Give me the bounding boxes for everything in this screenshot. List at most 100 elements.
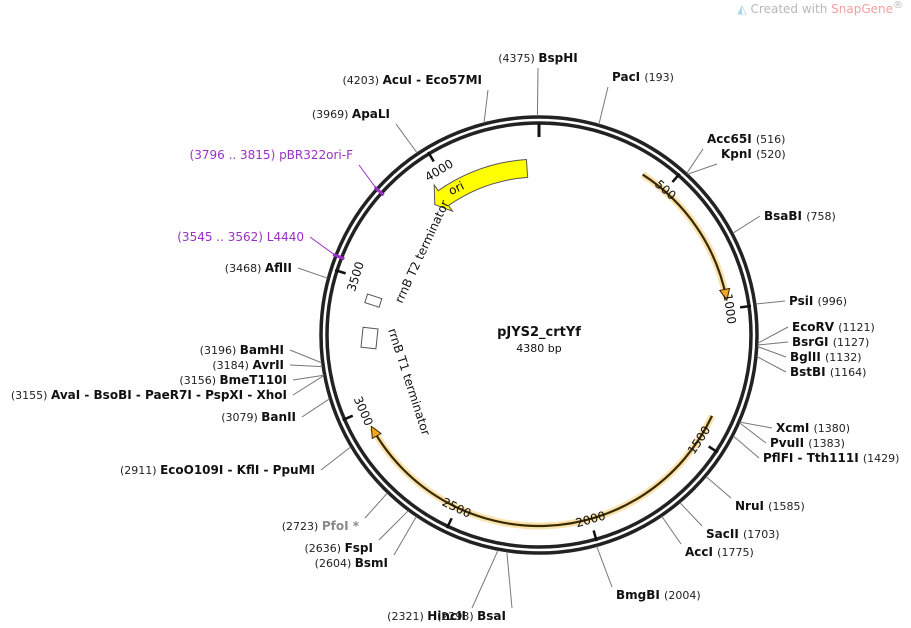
site-leader-line — [292, 374, 324, 381]
site-label[interactable]: EcoRV (1121) — [792, 320, 875, 334]
site-label[interactable]: (3969) ApaLI — [312, 107, 390, 121]
site-label[interactable]: (3184) AvrII — [212, 358, 284, 372]
site-label[interactable]: (2321) HincII — [387, 609, 466, 623]
site-label[interactable]: BsrGI (1127) — [792, 335, 869, 349]
site-leader-line — [483, 89, 489, 124]
site-position: (4203) — [343, 74, 383, 87]
scale-tick — [708, 445, 719, 454]
site-leader-line — [757, 326, 789, 344]
rrnb-t2-box[interactable] — [364, 293, 383, 308]
restriction-sites: (4375) BspHI (4203) AcuI - Eco57MI (3969) … — [11, 51, 900, 623]
scale-tick — [671, 172, 681, 183]
site-label[interactable]: NruI (1585) — [735, 499, 805, 513]
site-name: EcoO109I - KflI - PpuMI — [160, 463, 315, 477]
site-position: (3156) — [179, 374, 219, 387]
site-position: (1585) — [768, 500, 805, 513]
plasmid-size: 4380 bp — [516, 342, 561, 355]
site-name: EcoRV — [792, 320, 838, 334]
site-label[interactable]: (3796 .. 3815) pBR322ori-F — [190, 148, 354, 162]
ori-arrow[interactable] — [433, 158, 529, 213]
site-leader-line — [755, 300, 786, 305]
site-label[interactable]: (4375) BspHI — [498, 51, 577, 65]
primer-mark — [373, 186, 385, 197]
site-label[interactable]: PacI (193) — [612, 70, 674, 84]
scale-tick-label: 2500 — [440, 495, 474, 521]
site-label[interactable]: (3156) BmeT110I — [179, 373, 287, 387]
site-label[interactable]: PflFI - Tth111I (1429) — [763, 451, 899, 465]
scale-tick — [426, 151, 435, 163]
feature-arc-arrowhead — [718, 287, 731, 302]
site-position: (1121) — [838, 321, 875, 334]
site-label[interactable]: (4203) AcuI - Eco57MI — [343, 73, 482, 87]
site-position: (1127) — [833, 336, 870, 349]
site-position: (3969) — [312, 108, 352, 121]
site-label[interactable]: (3196) BamHI — [200, 343, 284, 357]
site-label[interactable]: PsiI (996) — [789, 294, 847, 308]
scale-tick-label: 4000 — [422, 156, 455, 184]
site-label[interactable]: (2293) BsaI — [437, 609, 506, 623]
site-name: HincII — [427, 609, 466, 623]
scale-tick — [445, 517, 453, 529]
site-label[interactable]: BmgBI (2004) — [616, 588, 701, 602]
feature-arc-halo — [640, 171, 730, 299]
site-leader-line — [358, 164, 377, 189]
site-leader-line — [289, 364, 323, 368]
site-position: (2911) — [120, 464, 160, 477]
site-label[interactable]: (2636) FspI — [305, 541, 373, 555]
site-position: (4375) — [498, 52, 538, 65]
scale-tick-label: 2000 — [574, 509, 607, 531]
ori-feature: ori — [433, 158, 529, 213]
site-name: AvrII — [252, 358, 284, 372]
rrnb-t1-label: rrnB T1 terminator — [385, 327, 433, 438]
plasmid-name: pJYS2_crtYf — [497, 325, 581, 340]
site-position: (1132) — [825, 351, 862, 364]
site-name: PfoI * — [322, 519, 360, 533]
site-leader-line — [739, 422, 767, 444]
site-label[interactable]: (3545 .. 3562) L4440 — [177, 230, 304, 244]
feature-arc[interactable] — [371, 415, 713, 528]
site-label[interactable]: (2723) PfoI * — [282, 519, 360, 533]
site-label[interactable]: (3468) AflII — [225, 261, 292, 275]
ori-label: ori — [446, 179, 466, 198]
site-position: (3196) — [200, 344, 240, 357]
site-leader-line — [292, 375, 325, 396]
site-position: (2636) — [305, 542, 345, 555]
rrnb-t1-box[interactable] — [360, 326, 379, 350]
site-label[interactable]: (2911) EcoO109I - KflI - PpuMI — [120, 463, 315, 477]
site-name: PvuII — [770, 436, 808, 450]
feature-arc[interactable] — [642, 173, 728, 299]
scale-tick-label: 1000 — [721, 293, 739, 325]
site-label[interactable]: PvuII (1383) — [770, 436, 845, 450]
feature-arc-arrowhead — [370, 425, 382, 440]
site-name: SacII — [706, 527, 743, 541]
site-label[interactable]: AccI (1775) — [685, 545, 754, 559]
site-leader-line — [506, 551, 513, 609]
site-name: AflII — [265, 261, 292, 275]
site-label[interactable]: KpnI (520) — [721, 147, 786, 161]
site-leader-line — [739, 421, 773, 429]
site-leader-line — [364, 492, 388, 519]
site-label[interactable]: (3079) BanII — [221, 410, 296, 424]
site-label[interactable]: Acc65I (516) — [707, 132, 785, 146]
site-name: NruI — [735, 499, 768, 513]
site-position: (3468) — [225, 262, 265, 275]
rrnb-t2-label: rrnB T2 terminator — [392, 198, 452, 305]
site-leader-line — [378, 510, 409, 541]
site-label[interactable]: XcmI (1380) — [776, 421, 850, 435]
site-name: ApaLI — [352, 107, 390, 121]
site-position: (3079) — [221, 411, 261, 424]
site-label[interactable]: BsaBI (758) — [764, 209, 836, 223]
feature-arcs — [369, 171, 731, 530]
site-label[interactable]: BstBI (1164) — [790, 365, 866, 379]
site-leader-line — [297, 267, 328, 279]
site-label[interactable]: SacII (1703) — [706, 527, 780, 541]
site-label[interactable]: BglII (1132) — [790, 350, 862, 364]
site-name: PacI — [612, 70, 644, 84]
site-name: PflFI - Tth111I — [763, 451, 863, 465]
site-name: pBR322ori-F — [279, 148, 353, 162]
site-label[interactable]: (3155) AvaI - BsoBI - PaeR7I - PspXI - X… — [11, 388, 287, 402]
site-name: KpnI — [721, 147, 756, 161]
site-label[interactable]: (2604) BsmI — [315, 556, 388, 570]
site-leader-line — [596, 546, 613, 588]
